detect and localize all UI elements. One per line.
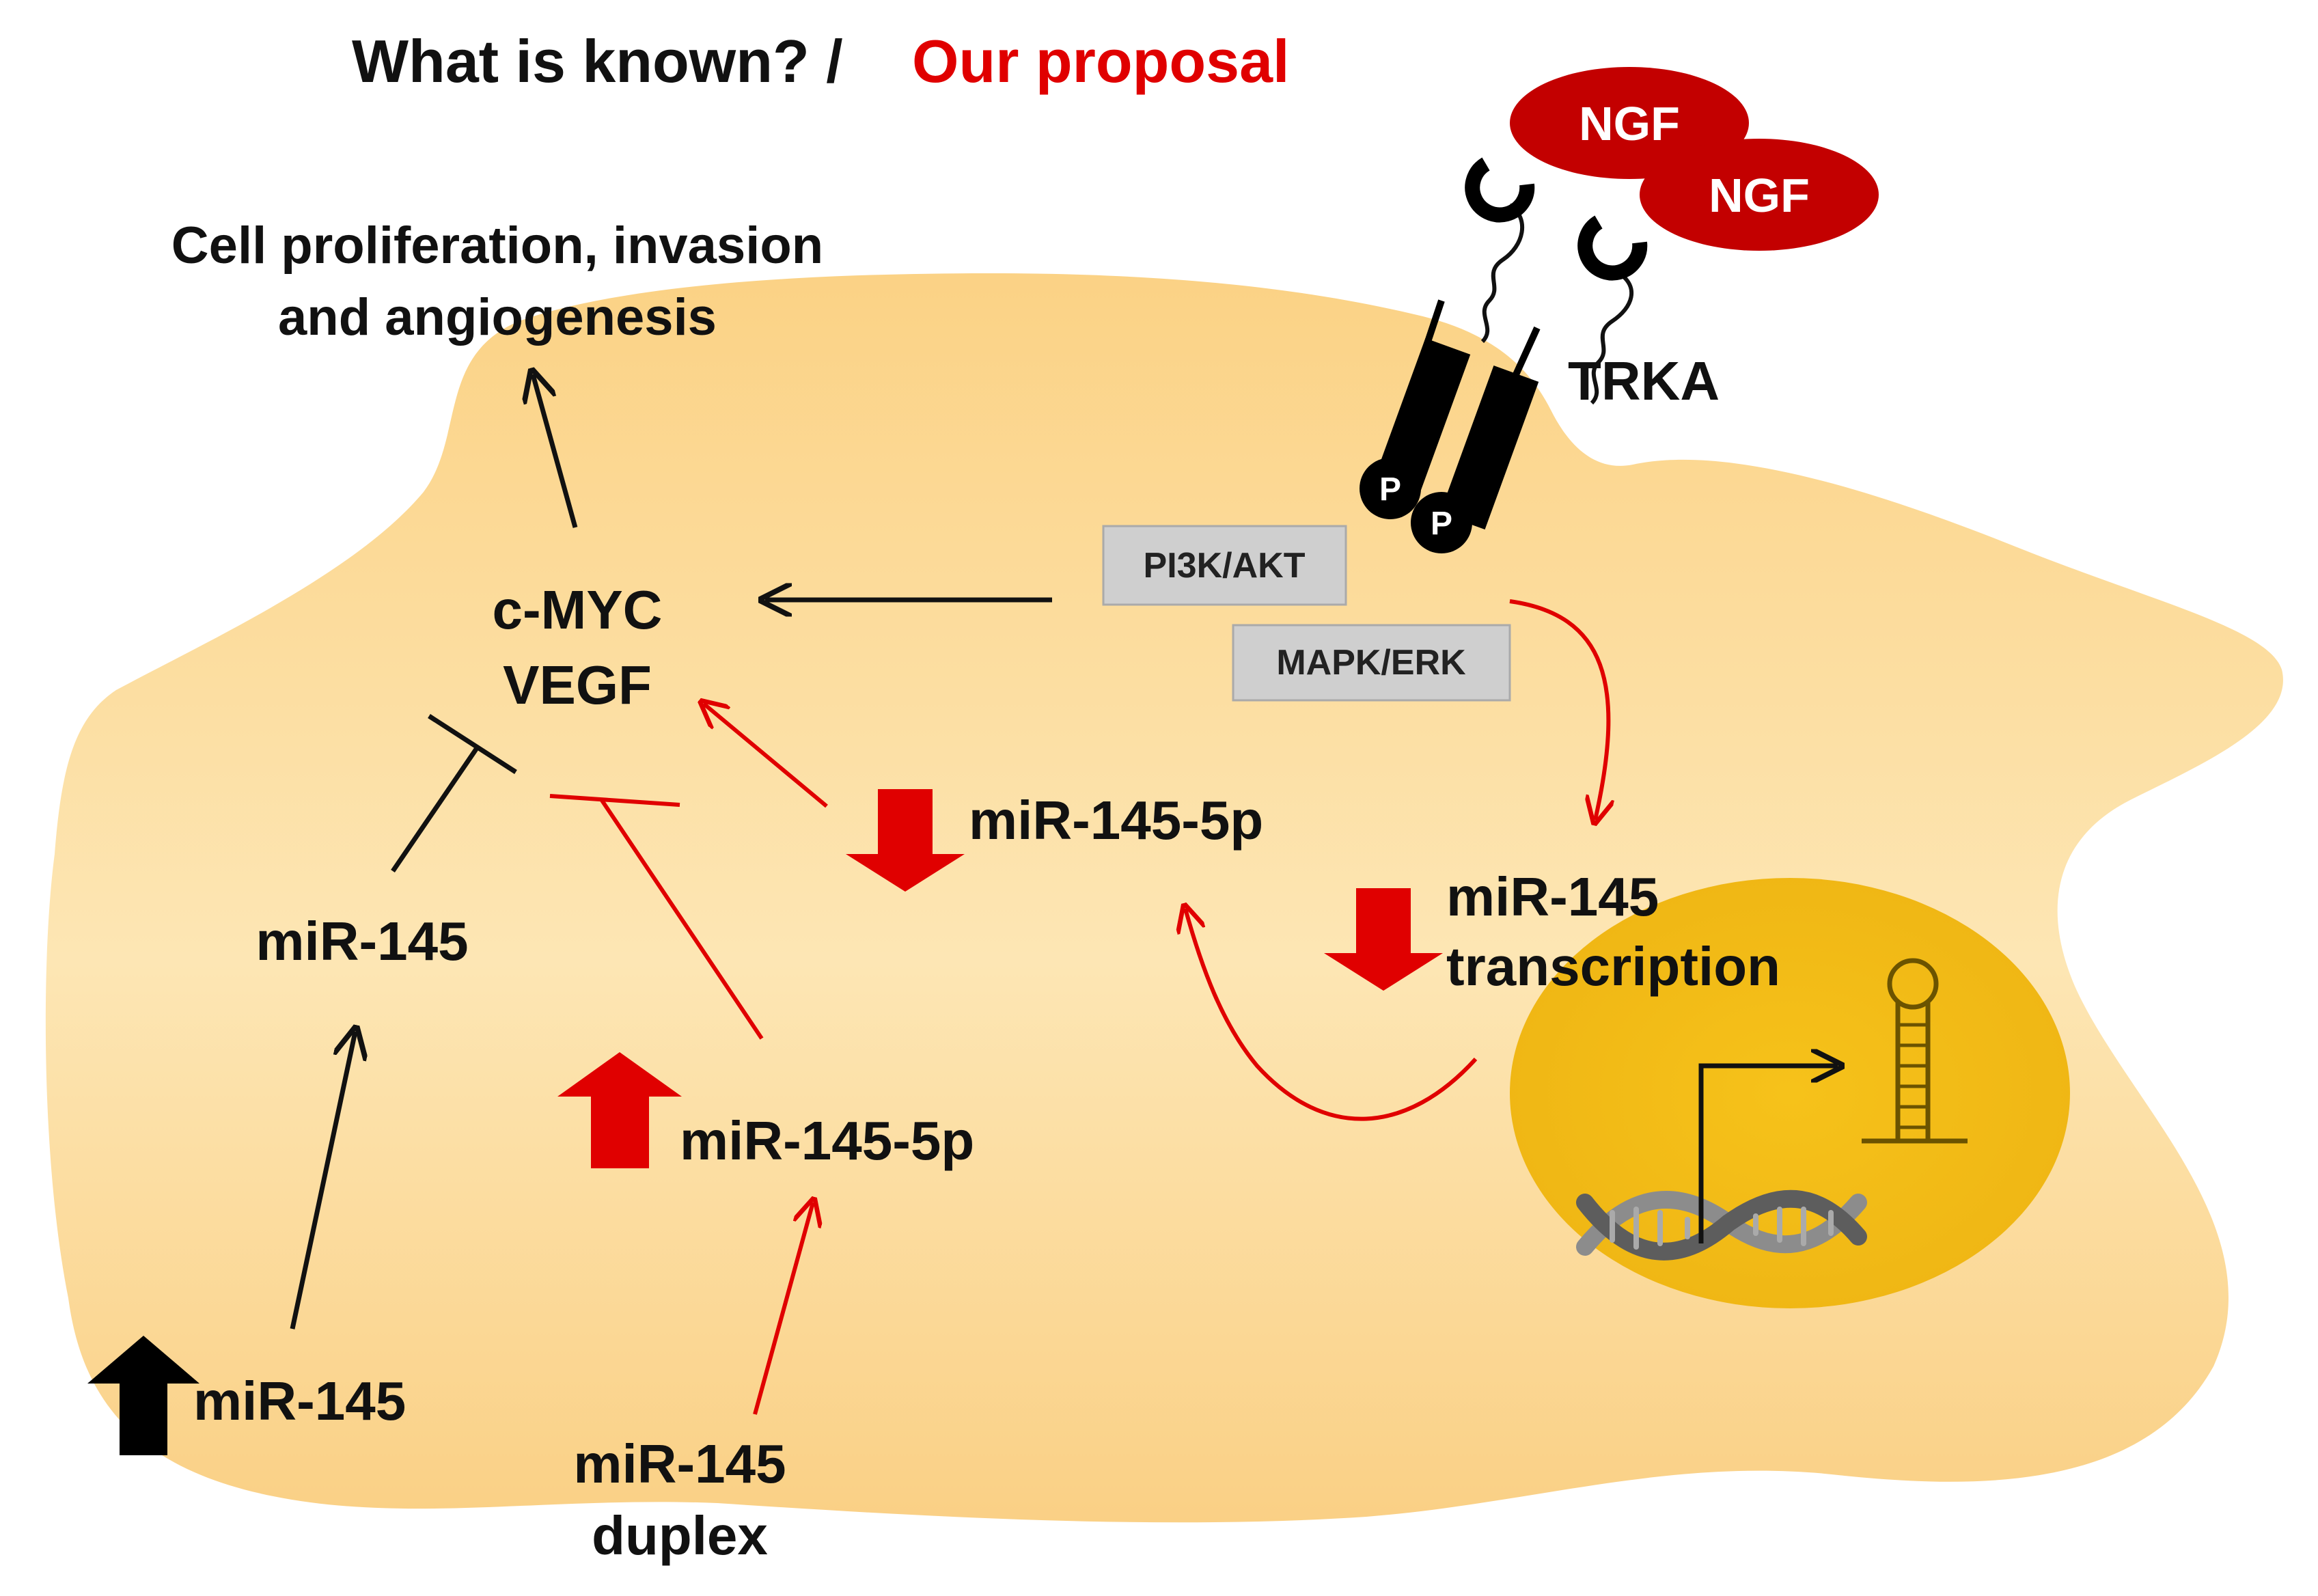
arrow-duplex-to-mir5p: [753, 1202, 813, 1415]
phospho-site: P: [1411, 492, 1472, 553]
mir145-5p-down-label: miR-145-5p: [969, 790, 1263, 851]
arrow-mir145-input: [290, 1032, 355, 1330]
down-arrow-icon: [846, 789, 965, 892]
outcome-label: Cell proliferation, invasion: [171, 217, 823, 275]
phospho-site: P: [1360, 458, 1421, 519]
pathway-box-mapk: MAPK/ERK: [1232, 624, 1511, 702]
duplex-label: duplex: [592, 1505, 768, 1566]
ngf-label: NGF: [1579, 97, 1680, 150]
arrow-transcription-to-mir5p: [1185, 909, 1478, 1121]
pathway-label: MAPK/ERK: [1276, 643, 1466, 683]
arrow-pathway-to-transcription: [1509, 599, 1608, 820]
transcription-label: miR-145: [1446, 866, 1659, 927]
transcription-label: transcription: [1446, 936, 1780, 997]
ngf-ligand: NGF: [1640, 139, 1879, 251]
transcription-start-arrow: [1698, 1066, 1838, 1243]
inhibition-mir145-targets: [391, 714, 517, 872]
title-proposal: Our proposal: [912, 27, 1290, 95]
trka-receptor: P P: [1360, 157, 1648, 553]
arrow-mir5p-to-targets: [704, 704, 828, 808]
targets-label: c-MYC: [493, 579, 663, 640]
phospho-label: P: [1431, 506, 1452, 542]
dna-helix-icon: [1576, 1189, 1867, 1261]
receptor-label: TRKA: [1568, 350, 1720, 411]
outcome-label: and angiogenesis: [278, 288, 717, 346]
title-known: What is known? /: [352, 27, 843, 95]
down-arrow-icon: [1324, 888, 1443, 991]
ngf-label: NGF: [1709, 169, 1810, 222]
hairpin-rna-icon: [1862, 958, 1968, 1144]
mir145-input-label: miR-145: [193, 1371, 406, 1431]
pathway-box-pi3k: PI3K/AKT: [1102, 525, 1347, 606]
mir145-5p-up-label: miR-145-5p: [680, 1110, 974, 1171]
inhibition-duplex-targets: [549, 794, 764, 1040]
phospho-label: P: [1379, 471, 1401, 508]
arrow-targets-to-outcome: [533, 374, 578, 528]
mir145-label: miR-145: [256, 911, 468, 972]
up-arrow-icon: [557, 1052, 682, 1168]
up-arrow-icon: [87, 1336, 199, 1455]
pathway-label: PI3K/AKT: [1144, 546, 1306, 586]
targets-label: VEGF: [503, 655, 652, 715]
cell-body: [45, 273, 2283, 1523]
duplex-label: miR-145: [573, 1433, 786, 1494]
